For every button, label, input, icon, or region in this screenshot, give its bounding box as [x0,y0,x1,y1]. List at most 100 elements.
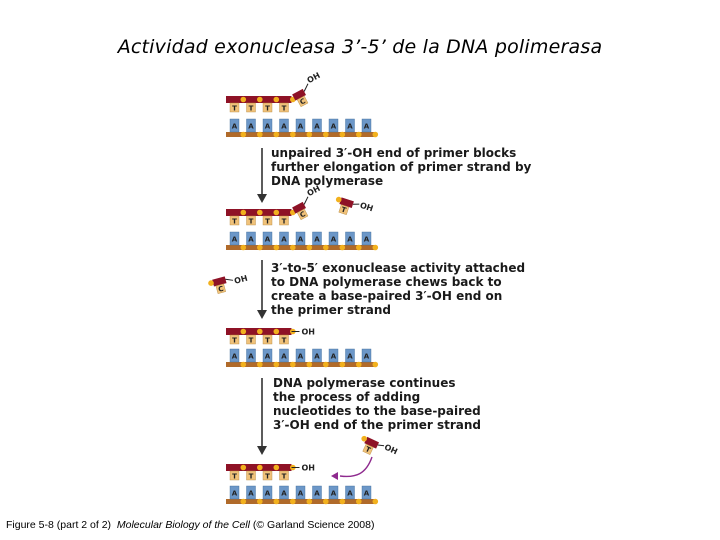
template-base-label: A [248,490,254,498]
template-phosphate [306,498,313,505]
step-3-line-2: the process of adding [273,390,420,404]
step-arrow-3 [257,378,267,455]
template-base [328,231,339,246]
template-phosphate [290,498,296,505]
template-base-label: A [347,490,353,498]
template-base [345,348,355,363]
nucleotide-base [362,443,374,455]
template-base-label: A [314,123,320,131]
template-base-label: A [248,123,254,131]
template-base [345,118,355,133]
step-1-text: unpaired 3′-OH end of primer blocks furt… [271,146,536,188]
primer-base [279,215,289,226]
template-phosphate [372,498,379,505]
step-1-line-2: further elongation of primer strand by [271,160,532,174]
template-phosphate [323,361,329,368]
oh-label: OH [383,443,399,457]
primer-base-label: T [232,105,237,113]
primer-base-label: T [249,337,254,345]
template-base-label: A [364,123,370,131]
template-base [361,118,372,133]
template-phosphate [273,361,280,368]
template-base [279,118,289,133]
template-base [328,348,339,363]
primer-base [279,102,289,113]
mismatch-base-label: C [299,210,307,219]
template-base-label: A [248,236,254,244]
template-phosphate [306,244,313,251]
template-base-label: A [364,490,370,498]
template-base [295,348,306,363]
mismatch-base [296,95,309,108]
primer-phosphate [257,464,263,471]
nucleotide-phosphate [361,435,367,442]
primer-base [262,470,273,481]
oh-label: OH [302,464,316,473]
primer-base-label: T [265,337,270,345]
step-3-line-3: nucleotides to the base-paired [273,404,481,418]
template-base [262,118,273,133]
template-base [312,348,322,363]
primer-phosphate [257,328,263,335]
template-base-label: A [265,490,271,498]
step-2-line-1: 3′-to-5′ exonuclease activity attached [271,261,525,275]
primer-base [279,334,289,345]
addition-arrow-head [331,472,338,480]
template-phosphate [306,361,313,368]
template-base-label: A [331,123,337,131]
template-base [262,485,273,500]
template-base [295,485,306,500]
nucleotide-base [338,204,350,215]
primer-base [246,102,256,113]
nucleotide-base-label: T [340,206,347,215]
step-1-line-3: DNA polymerase [271,174,383,188]
nucleotide-sugar [339,197,354,209]
template-phosphate [257,131,263,138]
template-base-label: A [281,236,287,244]
template-phosphate [290,361,296,368]
primer-base [229,215,240,226]
template-base-label: A [347,353,353,361]
primer-phosphate [273,96,280,103]
oh-bond [377,444,385,447]
template-base-label: A [248,353,254,361]
step-3-text: DNA polymerase continues the process of … [273,376,485,432]
template-base-label: A [331,490,337,498]
template-phosphate [356,131,362,138]
primer-phosphate [273,464,280,471]
step-3-line-1: DNA polymerase continues [273,376,455,390]
template-base [312,485,322,500]
template-base-label: A [265,123,271,131]
primer-phosphate [240,96,247,103]
caption-credit: (© Garland Science 2008) [252,519,375,531]
template-base-label: A [298,236,304,244]
template-base [295,118,306,133]
primer-base-label: T [282,218,287,226]
template-base [312,231,322,246]
template-base [229,485,240,500]
nucleotide-base [215,283,226,294]
primer-base-label: T [282,105,287,113]
primer-phosphate [257,209,263,216]
step-3-line-4: 3′-OH end of the primer strand [273,418,481,432]
step-arrow-1 [257,148,267,203]
primer-base [229,102,240,113]
template-phosphate [240,131,247,138]
template-phosphate [339,361,346,368]
template-base-label: A [265,236,271,244]
primer-base [262,102,273,113]
template-base-label: A [232,236,238,244]
template-base [229,231,240,246]
caption-book-title: Molecular Biology of the Cell [116,519,250,531]
template-base-label: A [314,490,320,498]
template-phosphate [257,498,263,505]
oh-label: OH [233,274,248,286]
template-base-label: A [298,353,304,361]
template-base-label: A [265,353,271,361]
primer-base-label: T [282,473,287,481]
primer-phosphate [257,96,263,103]
